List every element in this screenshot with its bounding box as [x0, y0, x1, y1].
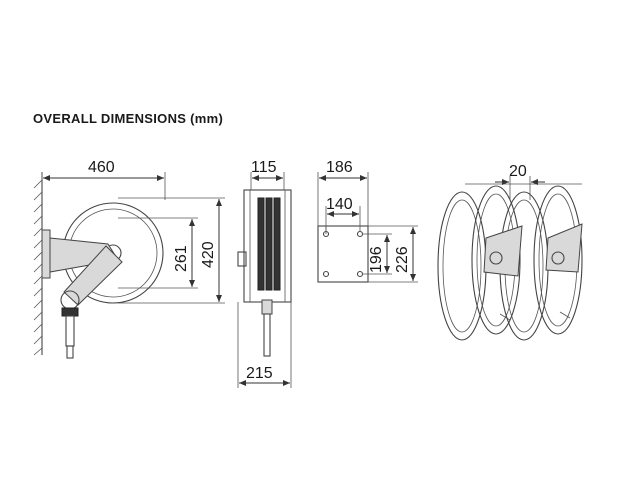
hose-stopper — [61, 307, 79, 317]
reel-disc — [533, 185, 583, 335]
hose-nozzle — [66, 345, 74, 359]
dim-label-261: 261 — [173, 245, 190, 272]
dim-label-226: 226 — [394, 246, 411, 273]
dim-label-20: 20 — [509, 163, 527, 180]
reel-hub — [489, 251, 503, 265]
reel-disc — [471, 185, 521, 335]
hose-coil-3 — [273, 197, 281, 291]
twin-reel-view: 20 — [437, 163, 583, 341]
hose-end — [65, 315, 75, 347]
wall-bracket — [41, 229, 51, 279]
page-title: OVERALL DIMENSIONS (mm) — [33, 111, 224, 126]
hose-coil-2 — [265, 197, 273, 291]
reel-bracket — [483, 225, 523, 277]
dim-label-196: 196 — [368, 246, 385, 273]
wall-hatch — [33, 179, 43, 356]
dim-label-115: 115 — [251, 159, 277, 176]
plate-hole — [356, 270, 364, 278]
plate-hole — [322, 270, 330, 278]
reel-bracket — [545, 223, 583, 273]
front-hose-end — [263, 313, 271, 357]
reel-hub — [551, 251, 565, 265]
reel-disc — [437, 191, 487, 341]
mounting-plate — [317, 225, 369, 283]
reel-disc-inner — [442, 199, 482, 333]
dim-label-140: 140 — [326, 196, 353, 213]
dim-label-186: 186 — [326, 159, 353, 176]
side-view: 460 261 420 — [33, 159, 225, 359]
front-guide — [261, 299, 273, 315]
dim-label-460: 460 — [88, 159, 115, 176]
dim-label-420: 420 — [200, 241, 217, 268]
spring-cover — [237, 251, 247, 267]
mounting-plate-view: 186 140 196 226 — [317, 159, 418, 283]
hose-coil-1 — [257, 197, 265, 291]
plate-hole — [356, 230, 364, 238]
dim-label-215: 215 — [246, 365, 273, 382]
front-view: 115 215 — [237, 159, 292, 388]
